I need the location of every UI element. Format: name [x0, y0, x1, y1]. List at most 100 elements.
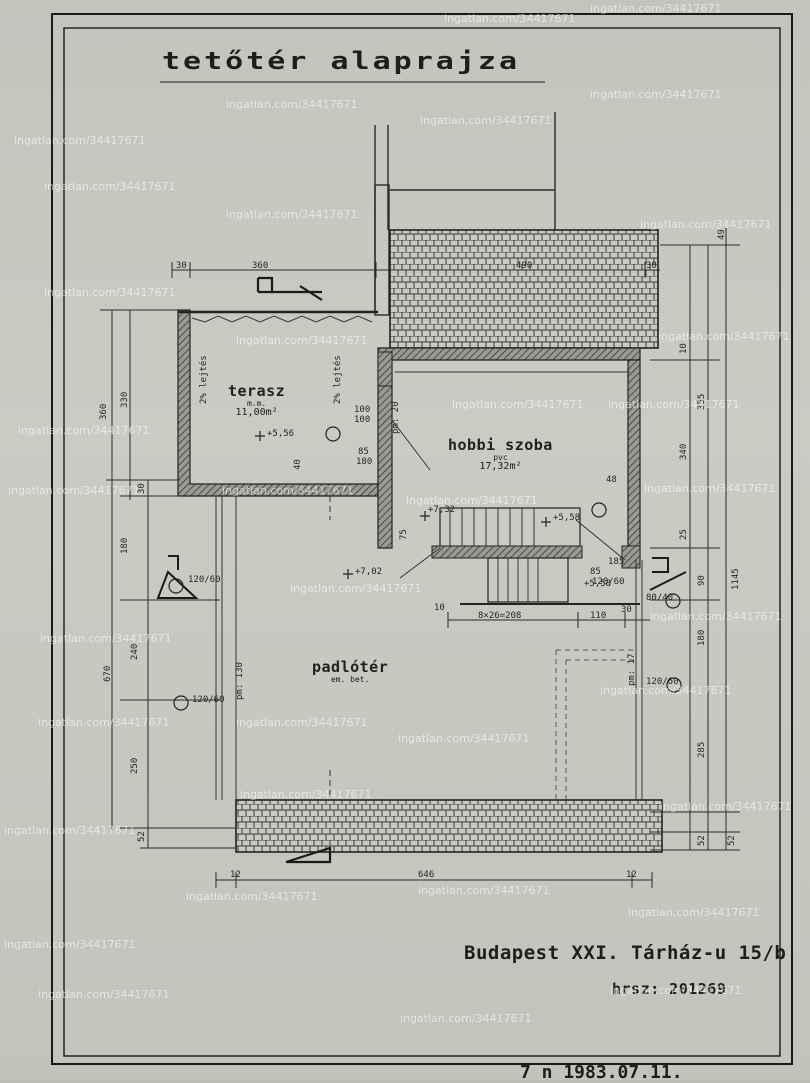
- parapet-label: pm: 17: [627, 653, 637, 686]
- window-label: 80/40: [646, 593, 674, 603]
- section-marker-right: [649, 557, 687, 591]
- watermark: ingatlan.com/34417671: [4, 824, 136, 837]
- door-swing-1: [391, 419, 431, 471]
- watermark: ingatlan.com/34417671: [40, 632, 172, 645]
- stair-landing-wall: [431, 545, 583, 559]
- room-name: hobbi szoba: [448, 436, 553, 454]
- dim-label: 30: [621, 605, 632, 615]
- symbol-circle: [666, 677, 682, 693]
- dim-label: 285: [697, 741, 707, 758]
- left-dim-chain: [100, 309, 236, 849]
- watermark: ingatlan.com/34417671: [236, 334, 368, 347]
- watermark: ingatlan.com/34417671: [644, 482, 776, 495]
- watermark: ingatlan.com/34417671: [590, 88, 722, 101]
- watermark: ingatlan.com/34417671: [398, 732, 530, 745]
- dim-label: 180: [356, 457, 373, 467]
- watermark: ingatlan.com/34417671: [38, 988, 170, 1001]
- watermark: ingatlan.com/34417671: [640, 218, 772, 231]
- watermark: ingatlan.com/34417671: [236, 716, 368, 729]
- watermark: ingatlan.com/34417671: [4, 938, 136, 951]
- window-label: 120/60: [188, 575, 221, 585]
- window-label: 120/60: [646, 677, 679, 687]
- room-floor: pvc: [493, 453, 508, 462]
- section-marker-top: [256, 276, 323, 301]
- level-label: +7,02: [355, 567, 383, 577]
- watermark: ingatlan.com/34417671: [452, 398, 584, 411]
- dim-label: 30: [646, 261, 657, 271]
- watermark: ingatlan.com/34417671: [406, 494, 538, 507]
- watermark: ingatlan.com/34417671: [18, 424, 150, 437]
- level-label: +7,32: [428, 505, 456, 515]
- dim-label: 85: [590, 567, 601, 577]
- hobby-room-right-wall: [627, 359, 641, 561]
- dim-label: 75: [399, 529, 409, 540]
- dim-label: 30: [176, 261, 187, 271]
- inner-frame: [63, 27, 781, 1057]
- terrace-edge-zigzag: [191, 315, 373, 323]
- dim-label: 25: [679, 529, 689, 540]
- dim-label: 10: [434, 603, 445, 613]
- lower-stair-treads: [497, 558, 539, 602]
- room-terasz: terasz m.m. 11,00m²: [228, 384, 285, 418]
- dim-label: 490: [516, 261, 533, 271]
- dim-label: 180: [697, 629, 707, 646]
- stair-diagonal-2: [575, 519, 626, 561]
- watermark: ingatlan.com/34417671: [444, 12, 576, 25]
- dim-label: 40: [293, 459, 303, 470]
- section-marker-left: [156, 555, 199, 599]
- chimney-small: [377, 351, 393, 387]
- address-label: Budapest XXI. Tárház-u 15/b: [464, 942, 787, 964]
- symbol-circle: [173, 695, 189, 711]
- dim-label: 90: [697, 575, 707, 586]
- dim-label: 360: [99, 403, 109, 420]
- roof-tiles-upper: [389, 229, 659, 349]
- watermark: ingatlan.com/34417671: [600, 684, 732, 697]
- dim-label: 240: [130, 643, 140, 660]
- window-label: 120/60: [192, 695, 225, 705]
- attic-right-wall: [635, 560, 643, 800]
- room-floor: em. bet.: [330, 675, 370, 684]
- dim-label: 646: [418, 870, 435, 880]
- watermark: ingatlan.com/34417671: [226, 98, 358, 111]
- level-label: +5,58: [584, 579, 612, 589]
- watermark: ingatlan.com/34417671: [608, 398, 740, 411]
- dim-label: 52: [697, 835, 707, 846]
- dim-label: 100: [354, 405, 371, 415]
- symbol-circle: [665, 593, 681, 609]
- dim-label: 10: [679, 343, 689, 354]
- symbol-circle: [325, 426, 341, 442]
- room-name: terasz: [228, 382, 286, 400]
- watermark: ingatlan.com/34417671: [44, 180, 176, 193]
- watermark: ingatlan.com/34417671: [650, 610, 782, 623]
- dim-label: 360: [252, 261, 269, 271]
- dim-label: 48: [606, 475, 617, 485]
- room-area: 17,32m²: [479, 461, 522, 472]
- stair-diagonal: [399, 547, 441, 579]
- watermark: ingatlan.com/34417671: [240, 788, 372, 801]
- slope-label: 2% lejtés: [333, 355, 343, 404]
- watermark: ingatlan.com/34417671: [658, 330, 790, 343]
- outer-frame: [51, 13, 793, 1065]
- level-label: +5,56: [267, 429, 295, 439]
- window-label: 120/60: [592, 577, 625, 587]
- attic-dashed: [555, 649, 636, 800]
- watermark: ingatlan.com/34417671: [44, 286, 176, 299]
- symbol-circle: [591, 502, 607, 518]
- top-dim-chain: [171, 262, 660, 278]
- stair-dim-chain: [447, 612, 650, 628]
- watermark: ingatlan.com/34417671: [590, 2, 722, 15]
- dim-label: 330: [120, 391, 130, 408]
- watermark: ingatlan.com/34417671: [38, 716, 170, 729]
- attic-left-wall: [215, 496, 237, 800]
- dim-label: 85: [358, 447, 369, 457]
- watermark: ingatlan.com/34417671: [290, 582, 422, 595]
- watermark: ingatlan.com/34417671: [660, 800, 792, 813]
- room-area: 11,00m²: [235, 407, 278, 418]
- stair-treads: [449, 508, 535, 548]
- stair-post: [621, 545, 641, 569]
- section-marker-bottom: [285, 846, 332, 864]
- watermark: ingatlan.com/34417671: [628, 906, 760, 919]
- watermark: ingatlan.com/34417671: [418, 884, 550, 897]
